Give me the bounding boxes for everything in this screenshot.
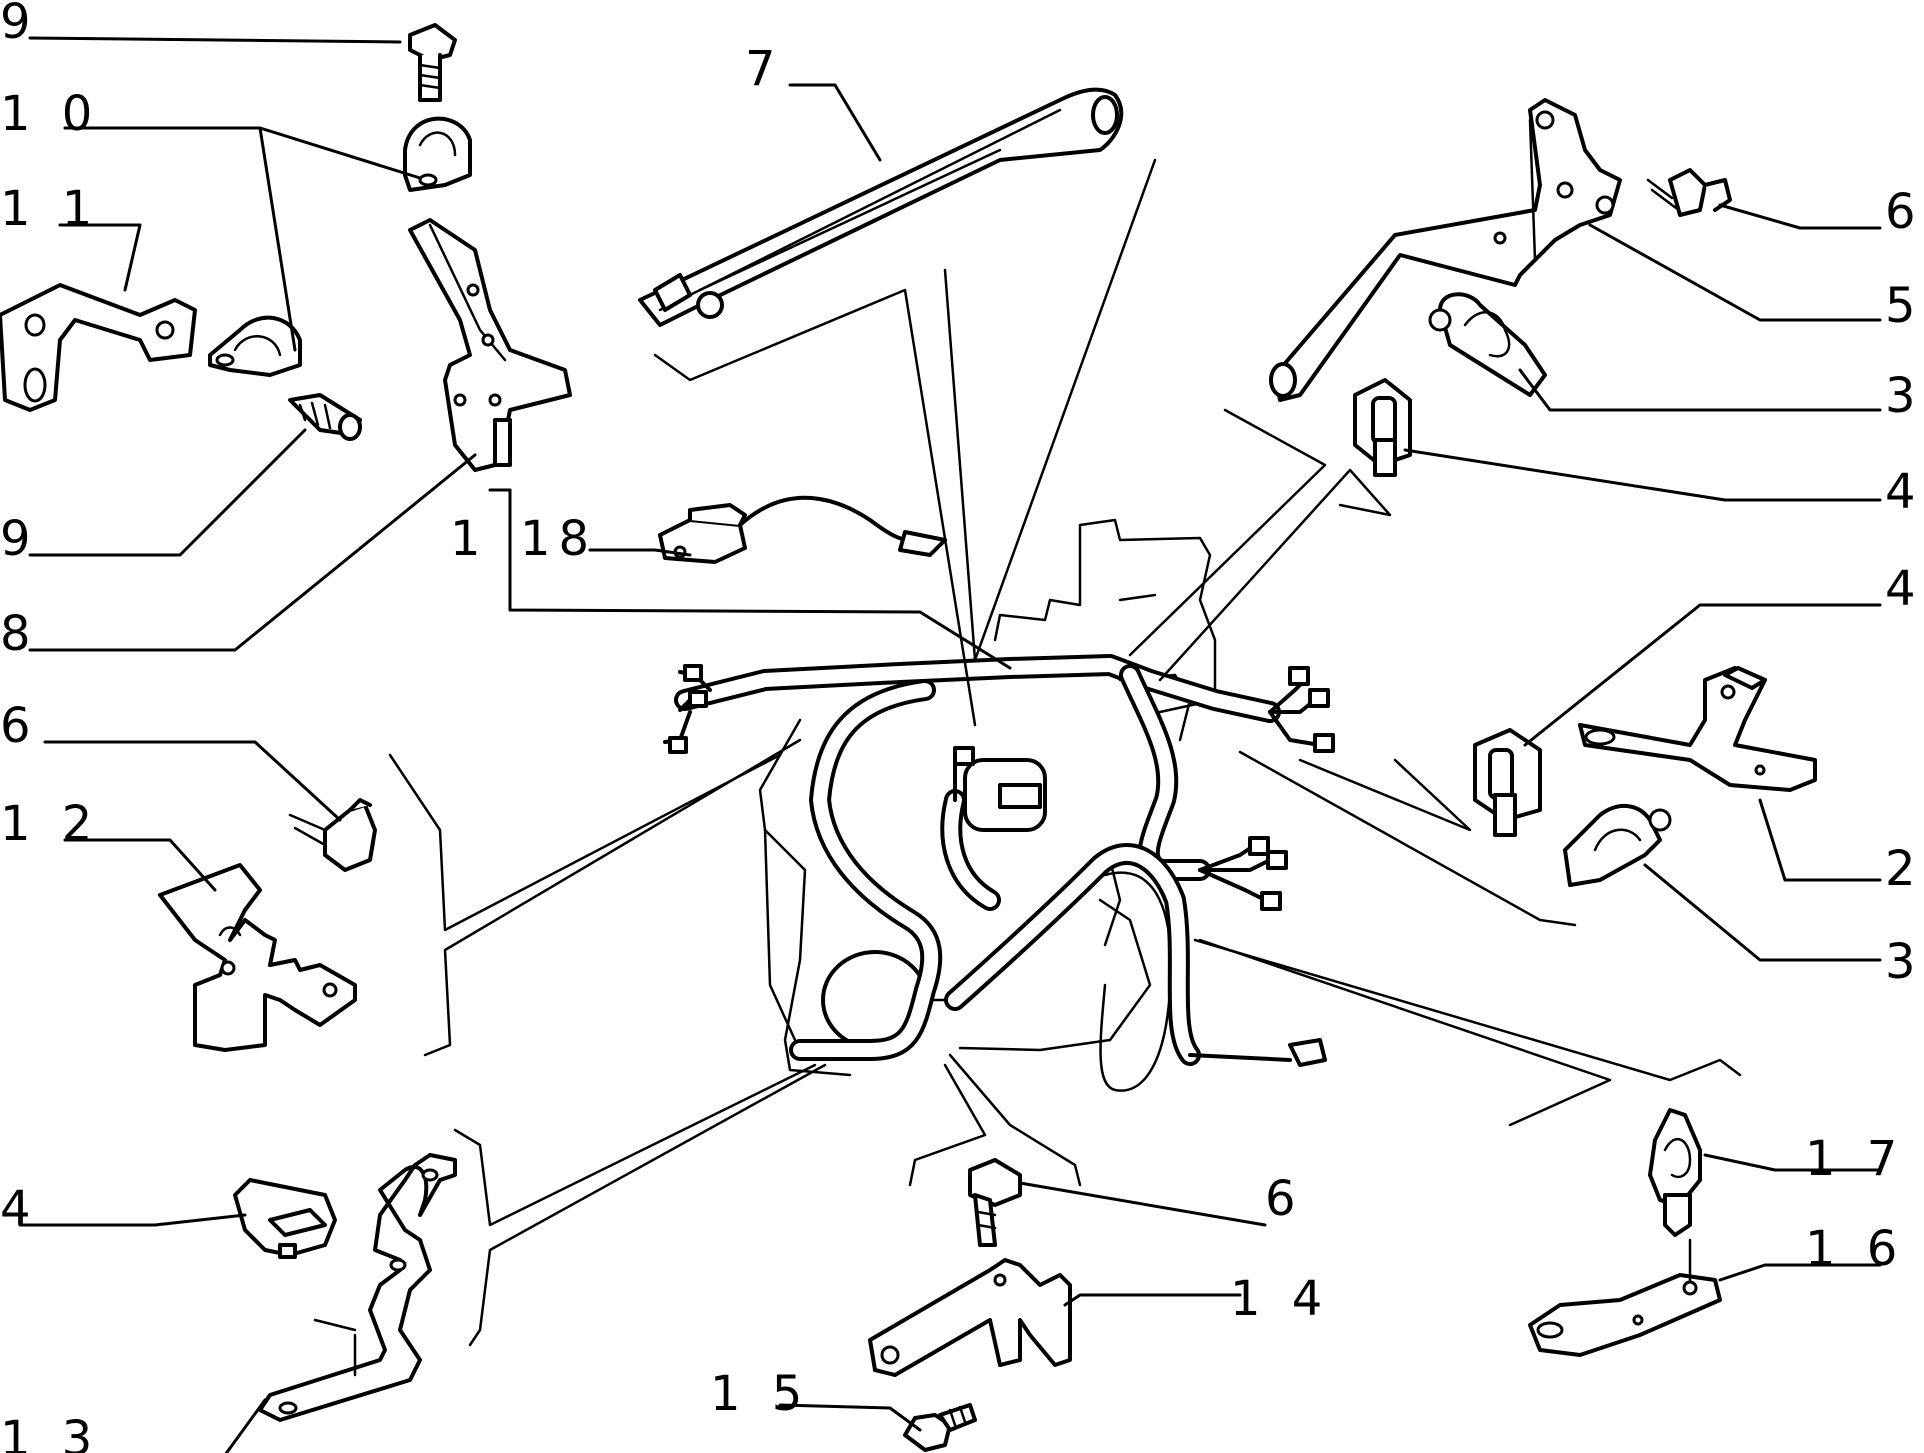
connector-holder-part-4-middle [1473, 728, 1542, 837]
callout-6-bottom: 6 [1265, 1171, 1304, 1227]
connector-mid-2 [1266, 850, 1288, 870]
connector-mid-3 [1260, 891, 1282, 911]
connector-left-1 [683, 664, 703, 682]
callout-1: 1 [450, 511, 489, 567]
sensor-part-18 [658, 495, 947, 564]
callout-10: 1 0 [0, 86, 100, 142]
callout-12: 1 2 [0, 796, 100, 852]
push-clip-part-6-left [288, 798, 377, 872]
screw-part-9-lower [288, 393, 362, 441]
callout-6-left: 6 [0, 698, 39, 754]
strap-bracket-part-13 [258, 1153, 457, 1422]
harness-cover-part-7 [638, 87, 1124, 327]
bracket-part-12 [158, 863, 357, 1052]
connector-mid-1 [1248, 836, 1270, 856]
reference-lines [388, 158, 1742, 1347]
connector-holder-part-4-upper [1353, 378, 1412, 477]
callout-2: 2 [1885, 841, 1924, 897]
callout-14: 1 4 [1230, 1271, 1330, 1327]
leader-lines [18, 36, 1882, 1453]
p-clamp-part-10-lower [208, 315, 302, 377]
bracket-part-11 [0, 283, 197, 412]
callout-6-upper: 6 [1885, 184, 1924, 240]
clip-part-17 [1648, 1108, 1702, 1237]
push-clip-part-6-upper [1646, 168, 1732, 217]
callout-17: 1 7 [1805, 1131, 1905, 1187]
p-clamp-part-10-upper [403, 116, 472, 192]
engine-wheel [1099, 871, 1173, 1092]
actuator-plug [998, 783, 1042, 809]
bracket-part-8 [408, 218, 572, 472]
actuator-connector [953, 746, 975, 766]
ground-terminal [1288, 1038, 1327, 1067]
callout-16: 1 6 [1805, 1221, 1905, 1277]
callout-15: 1 5 [710, 1366, 810, 1422]
harness-clip-part-3-middle [1563, 804, 1672, 887]
callout-4-upper: 4 [1885, 464, 1924, 520]
bracket-part-14 [868, 1258, 1072, 1377]
bracket-part-2 [1578, 666, 1817, 792]
callout-13: 1 3 [0, 1411, 100, 1453]
bracket-part-5 [1269, 98, 1622, 402]
connector-right-2 [1308, 688, 1330, 708]
callout-5: 5 [1885, 278, 1924, 334]
callout-9-top: 9 [0, 0, 39, 50]
main-wiring-harness [663, 654, 1335, 1067]
connector-left-3 [668, 736, 688, 754]
callout-4-lower: 4 [0, 1181, 39, 1237]
callout-9-lower: 9 [0, 511, 39, 567]
connector-holder-part-4-lower [233, 1178, 337, 1259]
connector-left-2 [688, 690, 708, 708]
callout-3-upper: 3 [1885, 368, 1924, 424]
callout-8: 8 [0, 606, 39, 662]
connector-right-1 [1288, 666, 1310, 686]
callout-18: 18 [520, 511, 597, 567]
callout-11: 1 1 [0, 181, 100, 237]
bolt-part-15 [903, 1403, 977, 1452]
callout-3-middle: 3 [1885, 934, 1924, 990]
connector-right-3 [1313, 733, 1335, 753]
screw-part-9-top [408, 23, 457, 102]
push-clip-part-6-bottom [968, 1158, 1022, 1247]
plate-part-16 [1528, 1238, 1722, 1357]
callout-7: 7 [745, 41, 784, 97]
callout-4-middle: 4 [1885, 561, 1924, 617]
